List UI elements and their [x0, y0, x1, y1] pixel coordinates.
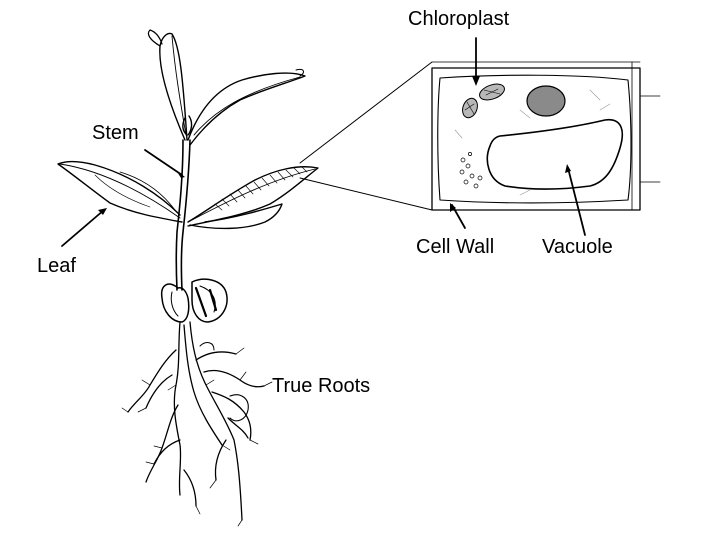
plant-cell-illustration: [431, 61, 661, 211]
magnification-lines: [299, 61, 433, 211]
lower-leaves: [57, 160, 319, 230]
label-true-roots: True Roots: [272, 375, 371, 397]
label-cell-wall: Cell Wall: [416, 236, 495, 258]
seed-cotyledons: [160, 278, 228, 323]
arrowheads: [98, 76, 571, 215]
nucleus: [526, 85, 566, 117]
label-vacuole: Vacuole: [542, 236, 613, 258]
label-leaf: Leaf: [37, 255, 76, 277]
label-stem: Stem: [92, 122, 139, 144]
granules: [459, 152, 483, 189]
cell-membrane: [437, 74, 632, 204]
true-roots-drawing: [121, 321, 273, 527]
vacuole: [486, 119, 624, 190]
label-chloroplast: Chloroplast: [408, 8, 510, 30]
seedling-illustration: [57, 29, 319, 527]
upper-leaves: [147, 29, 306, 146]
plant-stem: [175, 139, 191, 291]
cell-wall-outer: [431, 67, 641, 211]
label-pointers: [61, 37, 586, 247]
chloroplasts: [462, 83, 505, 119]
